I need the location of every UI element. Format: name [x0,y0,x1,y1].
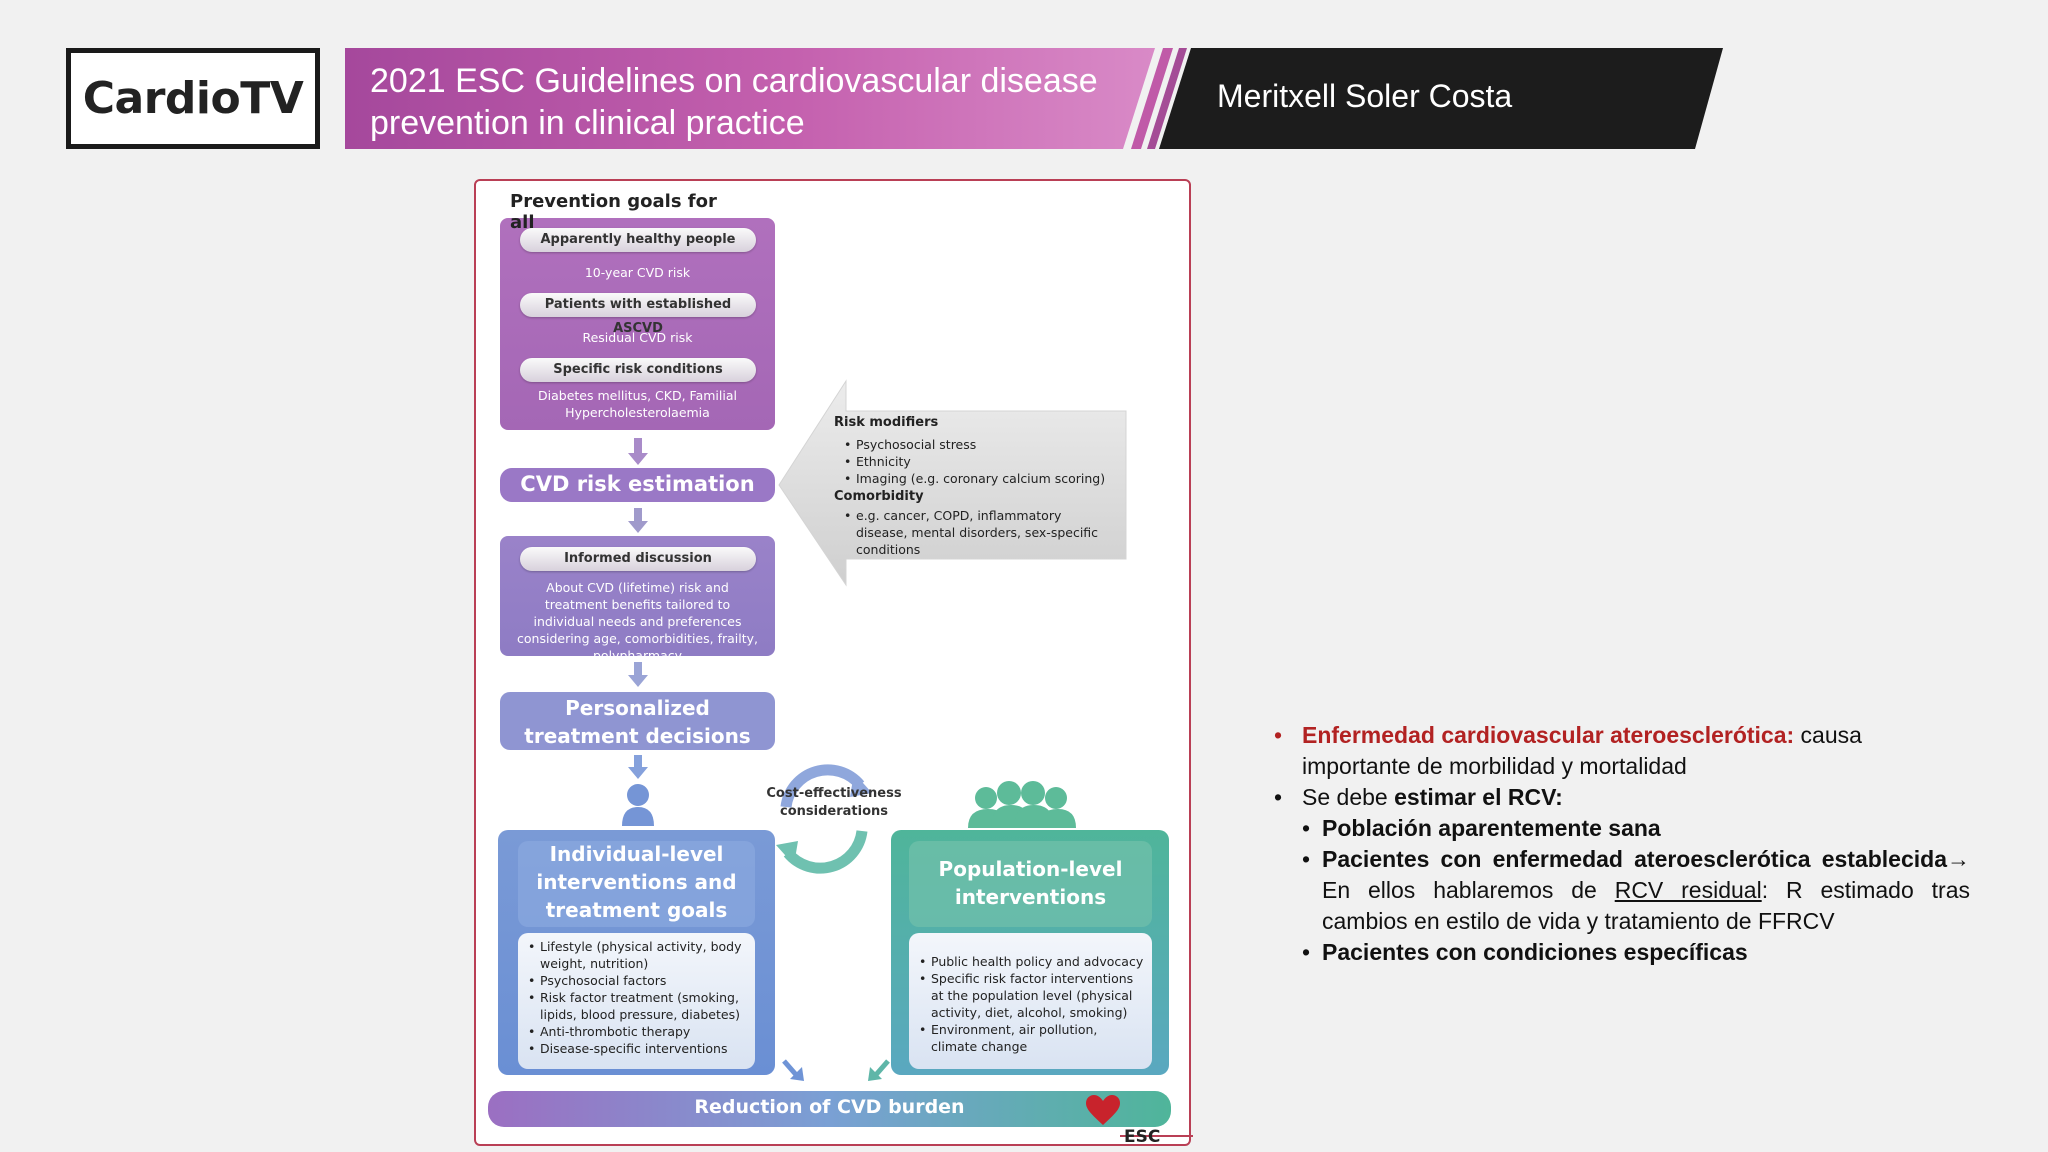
population-title: Population-level interventions [938,857,1123,909]
esc-logo-text: ESC [1124,1127,1161,1147]
pill-established-ascvd: Patients with established ASCVD [520,293,756,336]
esc-prevention-figure: Prevention goals for all Apparently heal… [474,179,1193,1147]
pill-healthy-people: Apparently healthy people [520,228,756,252]
individual-item: Disease-specific interventions [528,1040,748,1057]
comorbidity-list: e.g. cancer, COPD, inflammatory disease,… [844,507,1114,558]
cvd-risk-estimation: CVD risk estimation [520,472,755,496]
informed-text: About CVD (lifetime) risk and treatment … [517,580,758,663]
note-10-year-risk: 10-year CVD risk [584,265,691,280]
note-specific-conditions: Diabetes mellitus, CKD, Familial Hyperch… [538,388,737,420]
note-1-bold: Enfermedad cardiovascular ateroescleróti… [1302,722,1795,748]
sub-1-text: Población aparentemente sana [1322,815,1661,841]
individual-item: Risk factor treatment (smoking, lipids, … [528,989,748,1023]
sub-bullet-2: Pacientes con enfermedad ateroesclerótic… [1302,844,1970,937]
prevention-title: Prevention goals for all [510,191,717,233]
modifier-item: Ethnicity [844,453,1124,470]
pill-informed-discussion: Informed discussion [520,547,756,571]
population-item: Public health policy and advocacy [919,953,1145,970]
risk-modifiers-list: Psychosocial stress Ethnicity Imaging (e… [844,436,1124,487]
sub-2-post: : R estimado tras cambios en estilo de v… [1322,877,1970,934]
population-item: Specific risk factor interventions at th… [919,970,1145,1021]
sub-2-pre: En ellos hablaremos de [1322,877,1615,903]
note-residual-risk: Residual CVD risk [582,330,693,345]
note-bullet-1: Enfermedad cardiovascular ateroescleróti… [1270,720,1970,782]
individual-item: Anti-thrombotic therapy [528,1023,748,1040]
cost-effectiveness: Cost-effectiveness considerations [766,786,902,819]
risk-modifiers-title: Risk modifiers [834,415,939,430]
author-name: Meritxell Soler Costa [1217,78,1513,114]
individual-item: Psychosocial factors [528,972,748,989]
individual-list: Lifestyle (physical activity, body weigh… [528,938,748,1057]
sub-bullet-1: Población aparentemente sana [1302,813,1970,844]
personalized-decisions: Personalized treatment decisions [524,696,751,748]
note-2-bold: estimar el RCV: [1394,784,1563,810]
sub-2-underline: RCV residual [1614,877,1762,903]
individual-item: Lifestyle (physical activity, body weigh… [528,938,748,972]
presentation-title: 2021 ESC Guidelines on cardiovascular di… [370,62,1098,142]
sub-3-text: Pacientes con condiciones específicas [1322,939,1748,965]
modifier-item: Psychosocial stress [844,436,1124,453]
note-bullet-2: Se debe estimar el RCV: [1270,782,1970,813]
note-2-pre: Se debe [1302,784,1395,810]
slide-notes: Enfermedad cardiovascular ateroescleróti… [1270,720,1970,968]
header-banner [345,48,1723,149]
pill-specific-conditions: Specific risk conditions [520,358,756,382]
individual-title: Individual-level interventions and treat… [536,842,737,922]
sub-2-bold: Pacientes con enfermedad ateroesclerótic… [1322,846,1970,872]
note-1-rest: causa importante de morbilidad y mortali… [1302,722,1862,779]
comorbidity-item: e.g. cancer, COPD, inflammatory disease,… [844,507,1114,558]
comorbidity-title: Comorbidity [834,489,924,504]
modifier-item: Imaging (e.g. coronary calcium scoring) [844,470,1124,487]
sub-bullet-3: Pacientes con condiciones específicas [1302,937,1970,968]
reduction-cvd-burden: Reduction of CVD burden [694,1096,965,1118]
population-list: Public health policy and advocacy Specif… [919,953,1145,1055]
cardiotv-logo: CardioTV [66,48,320,149]
population-item: Environment, air pollution, climate chan… [919,1021,1145,1055]
logo-text: CardioTV [82,73,304,124]
